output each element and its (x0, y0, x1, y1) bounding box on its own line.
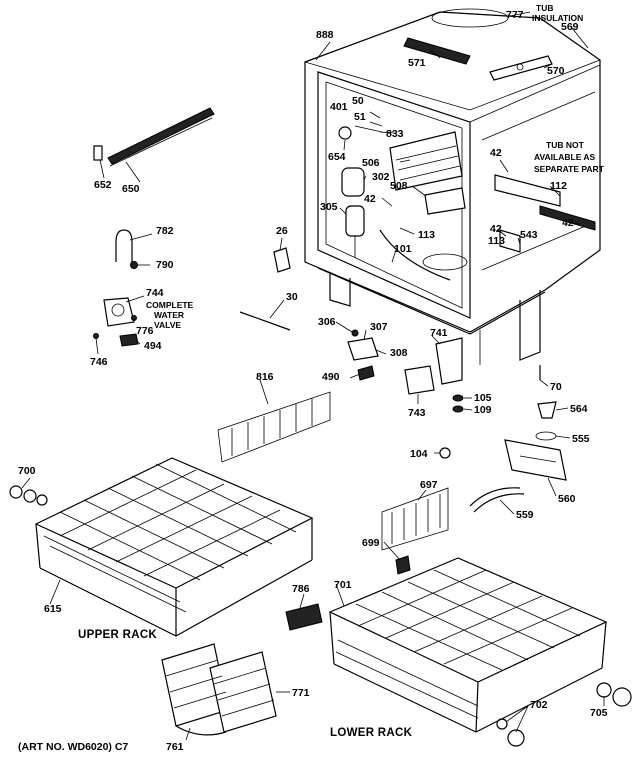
label-816: 816 (256, 371, 274, 383)
lower-rack (328, 557, 608, 733)
label-555: 555 (572, 433, 590, 445)
label-744: 744 (146, 287, 164, 299)
label-30: 30 (286, 291, 298, 303)
label-699: 699 (362, 537, 380, 549)
label-564: 564 (570, 403, 588, 415)
label-701: 701 (334, 579, 352, 591)
label-113-b: 113 (488, 235, 505, 247)
label-113-a: 113 (418, 229, 435, 241)
label-50: 50 (352, 95, 364, 107)
caption-art-number: (ART NO. WD6020) C7 (18, 741, 128, 753)
note-valve-line2: WATER (154, 310, 184, 320)
label-700: 700 (18, 465, 36, 477)
note-tub-insulation-line2: INSULATION (532, 13, 583, 23)
label-652: 652 (94, 179, 112, 191)
notes: TUB INSULATION TUB NOT AVAILABLE AS SEPA… (146, 3, 605, 330)
label-743: 743 (408, 407, 426, 419)
label-569: 569 (561, 21, 579, 33)
caption-upper-rack: UPPER RACK (78, 629, 157, 641)
label-697: 697 (420, 479, 438, 491)
label-70: 70 (550, 381, 562, 393)
label-307: 307 (370, 321, 388, 333)
tub-assembly (303, 8, 601, 365)
label-741: 741 (430, 327, 448, 339)
label-42-b: 42 (364, 193, 376, 205)
label-615: 615 (44, 603, 62, 615)
label-42-d: 42 (490, 223, 502, 235)
label-786: 786 (292, 583, 310, 595)
leader-lines (21, 11, 605, 741)
captions: UPPER RACK LOWER RACK (ART NO. WD6020) C… (18, 629, 413, 753)
label-302: 302 (372, 171, 390, 183)
label-506: 506 (362, 157, 380, 169)
label-490: 490 (322, 371, 340, 383)
label-508: 508 (390, 180, 408, 192)
label-42-a: 42 (490, 147, 502, 159)
label-543: 543 (520, 229, 538, 241)
label-101: 101 (394, 243, 412, 255)
note-tub-not-line1: TUB NOT (546, 140, 585, 150)
label-104: 104 (410, 448, 428, 460)
label-650: 650 (122, 183, 140, 195)
label-401: 401 (330, 101, 348, 113)
label-306: 306 (318, 316, 336, 328)
label-654: 654 (328, 151, 346, 163)
caption-lower-rack: LOWER RACK (330, 727, 413, 739)
label-746: 746 (90, 356, 108, 368)
note-tub-not-line3: SEPARATE PART (534, 164, 605, 174)
label-112: 112 (550, 180, 567, 192)
label-559: 559 (516, 509, 534, 521)
label-109: 109 (474, 404, 492, 416)
label-833: 833 (386, 128, 404, 140)
label-777: 777 (506, 9, 524, 21)
note-tub-not-line2: AVAILABLE AS (534, 152, 596, 162)
label-305: 305 (320, 201, 338, 213)
label-776: 776 (136, 325, 154, 337)
label-26: 26 (276, 225, 288, 237)
label-771: 771 (292, 687, 310, 699)
label-308: 308 (390, 347, 408, 359)
label-570: 570 (547, 65, 565, 77)
label-761: 761 (166, 741, 184, 753)
part-number-labels: 777 569 888 571 570 401 50 51 833 654 50… (18, 9, 608, 753)
label-705: 705 (590, 707, 608, 719)
note-valve-line1: COMPLETE (146, 300, 194, 310)
label-42-c: 42 (562, 217, 574, 229)
silverware-basket (161, 643, 277, 736)
note-tub-insulation-line1: TUB (536, 3, 553, 13)
note-valve-line3: VALVE (154, 320, 181, 330)
label-51: 51 (354, 111, 366, 123)
label-560: 560 (558, 493, 576, 505)
label-105: 105 (474, 392, 492, 404)
label-888: 888 (316, 29, 334, 41)
label-790: 790 (156, 259, 174, 271)
label-571: 571 (408, 57, 426, 69)
label-702: 702 (530, 699, 548, 711)
label-782: 782 (156, 225, 174, 237)
label-494: 494 (144, 340, 162, 352)
upper-rack (34, 391, 331, 637)
